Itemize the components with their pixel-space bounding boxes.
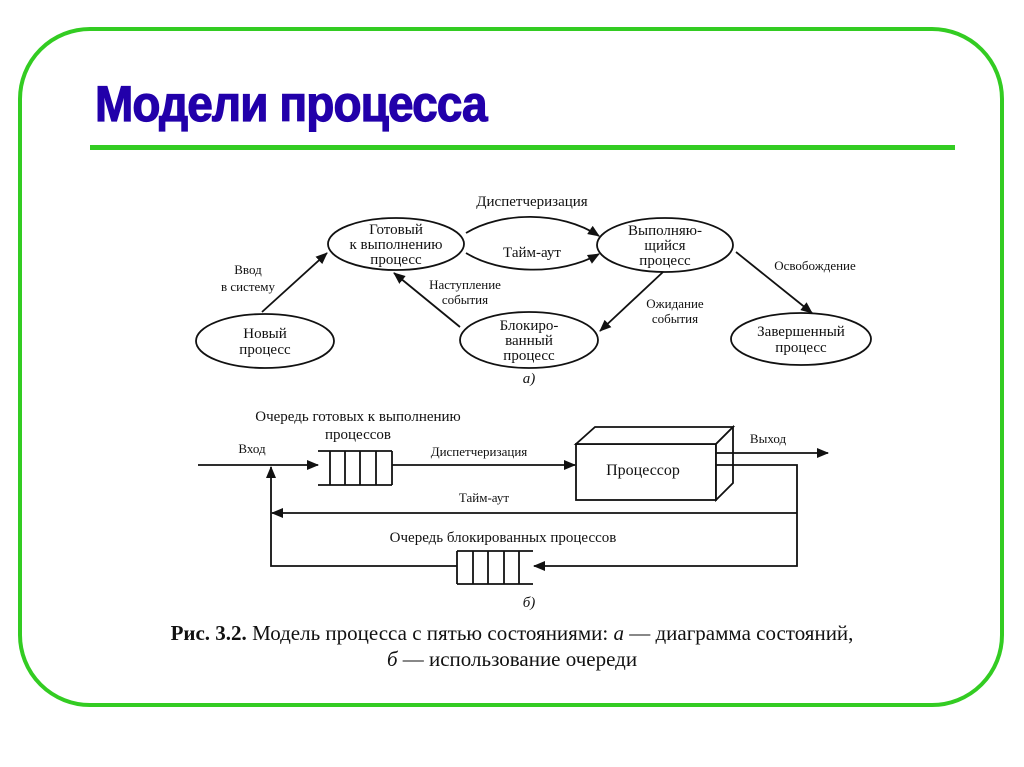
diagram-a-label: а) [523,371,536,387]
state-running [596,217,734,273]
processor-label: Процессор [606,462,680,479]
arrow-timeout [465,252,600,271]
state-diagram [195,216,872,369]
dispatch-queue-label: Диспетчеризация [431,444,528,459]
arrow-dispatch [465,216,600,237]
diagram-b-label: б) [523,595,536,611]
blocked-return-line [266,466,457,567]
caption-fig-number: Рис. 3.2. [170,621,247,645]
feedback-line [533,464,798,571]
arrow-event-wait [599,271,664,332]
arrow-admit [261,252,328,313]
state-new [195,313,335,369]
state-ready [327,217,465,271]
input-label: Вход [238,441,266,456]
output-label: Выход [750,431,787,446]
title-underline [90,145,955,150]
state-blocked [459,311,599,369]
blocked-queue-label: Очередь блокированных процессов [390,530,617,546]
processor-box [573,424,736,503]
caption-text-3: — использование очереди [397,647,638,671]
slide-title: Модели процесса [94,76,488,132]
ready-queue [318,450,393,486]
arrow-release [735,251,813,314]
caption-a: а [613,621,624,645]
caption-b: б [386,647,398,671]
caption-text-2: — диаграмма состояний, [623,621,854,645]
queue-diagram [198,424,829,585]
arrow-event-occurs [393,272,461,328]
label-dispatch: Диспетчеризация [476,194,588,210]
blocked-queue [456,550,533,585]
figure-caption: Рис. 3.2. Модель процесса с пятью состоя… [0,620,1024,672]
caption-text-1: Модель процесса с пятью состояниями: [246,621,614,645]
slide-frame [18,27,1004,707]
timeout-queue-label: Тайм-аут [459,490,510,505]
label-timeout: Тайм-аут [503,245,561,261]
label-release: Освобождение [774,258,856,273]
